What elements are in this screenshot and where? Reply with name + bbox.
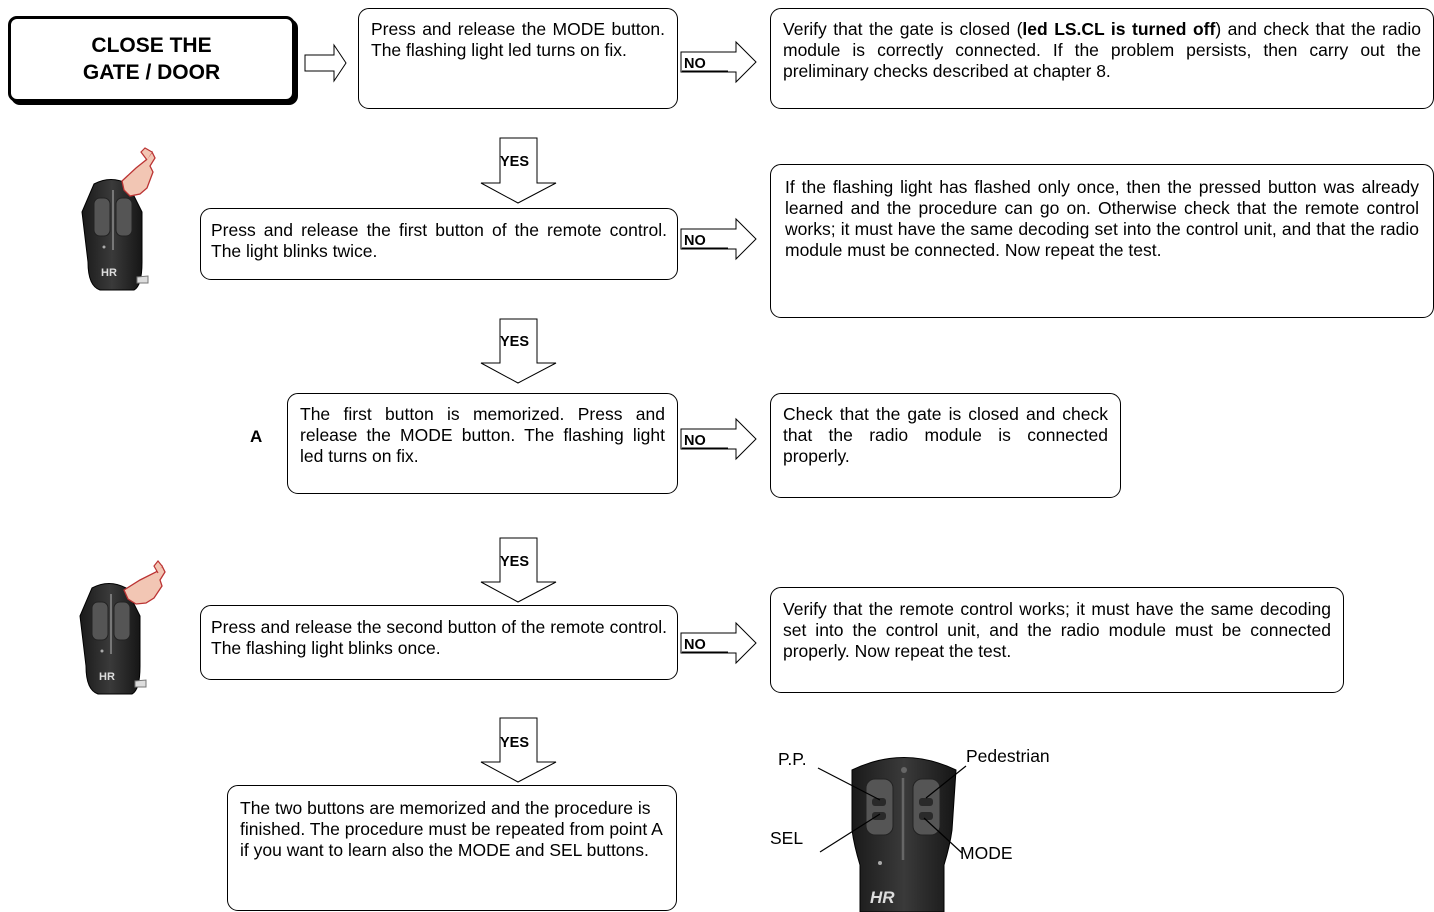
no-branch-3-text: Check that the gate is closed and check …	[783, 404, 1108, 466]
yes-arrow-4-icon: YES	[480, 717, 557, 783]
yes-label: YES	[500, 735, 529, 751]
yes-label: YES	[500, 154, 529, 170]
brand-mark: HR	[99, 671, 115, 683]
no-branch-1-suffix: ) and check that the radio module is cor…	[783, 19, 1421, 81]
yes-arrow-1-icon: YES	[480, 137, 557, 204]
final-step-box: The two buttons are memorized and the pr…	[227, 785, 677, 911]
pedestrian-leader-line	[925, 765, 967, 799]
mode-label: MODE	[960, 843, 1013, 863]
step-2-box: Press and release the first button of th…	[200, 208, 678, 280]
no-branch-1-bold: led LS.CL is turned off	[1022, 19, 1216, 39]
remote-control-icon: HR	[851, 757, 957, 912]
no-branch-4-text: Verify that the remote control works; it…	[783, 599, 1331, 661]
start-arrow-icon	[304, 43, 347, 83]
sel-label: SEL	[770, 828, 804, 848]
step-1-box: Press and release the MODE button. The f…	[358, 8, 678, 109]
start-box: CLOSE THE GATE / DOOR	[8, 16, 295, 102]
remote-with-pointing-hand-icon: HR	[79, 560, 166, 695]
yes-arrow-3-icon: YES	[480, 537, 557, 603]
step-3-text: The first button is memorized. Press and…	[300, 404, 665, 466]
pp-leader-line	[817, 767, 881, 801]
sel-leader-line	[819, 813, 881, 853]
step-4-text: Press and release the second button of t…	[211, 617, 667, 658]
yes-label: YES	[500, 334, 529, 350]
yes-arrow-2-icon: YES	[480, 318, 557, 384]
no-branch-2-text: If the flashing light has flashed only o…	[785, 177, 1419, 260]
pedestrian-label: Pedestrian	[966, 746, 1050, 766]
start-title: CLOSE THE GATE / DOOR	[82, 34, 221, 84]
step-1-text: Press and release the MODE button. The f…	[371, 19, 665, 60]
no-arrow-3-icon: NO	[680, 417, 757, 461]
pp-label: P.P.	[778, 749, 807, 769]
yes-label: YES	[500, 554, 529, 570]
no-branch-4-box: Verify that the remote control works; it…	[770, 587, 1344, 693]
step-2-text: Press and release the first button of th…	[211, 220, 667, 261]
no-branch-2-box: If the flashing light has flashed only o…	[770, 164, 1434, 318]
final-step-text: The two buttons are memorized and the pr…	[240, 798, 662, 860]
step-3-box: The first button is memorized. Press and…	[287, 393, 678, 494]
no-label: NO	[684, 56, 706, 72]
no-arrow-2-icon: NO	[680, 217, 757, 261]
brand-mark: HR	[101, 267, 117, 279]
no-branch-1-prefix: Verify that the gate is closed (	[783, 19, 1023, 39]
remote-with-pointing-hand-icon: HR	[81, 147, 156, 291]
no-branch-3-box: Check that the gate is closed and check …	[770, 393, 1121, 498]
no-label: NO	[684, 233, 706, 249]
no-arrow-1-icon: NO	[680, 40, 757, 84]
no-arrow-4-icon: NO	[680, 621, 757, 665]
no-label: NO	[684, 637, 706, 653]
no-branch-1-box: Verify that the gate is closed (led LS.C…	[770, 8, 1434, 109]
brand-mark: HR	[870, 888, 895, 907]
step-4-box: Press and release the second button of t…	[200, 605, 678, 680]
no-label: NO	[684, 433, 706, 449]
point-a-label: A	[250, 427, 263, 446]
mode-leader-line	[923, 817, 963, 854]
